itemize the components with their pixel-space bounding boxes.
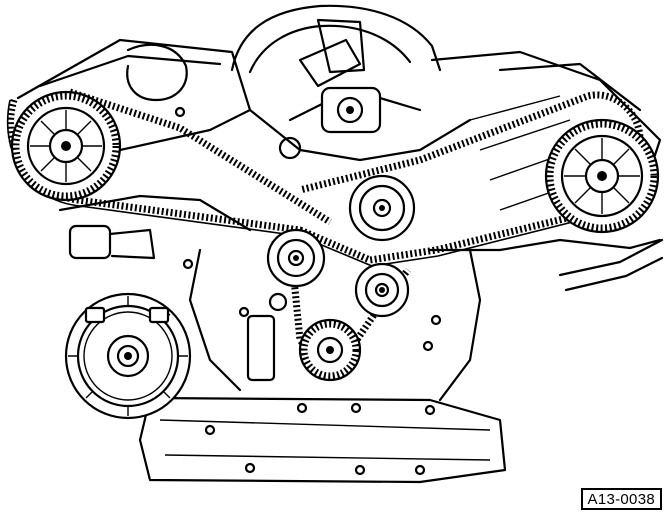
engine-block xyxy=(16,4,664,484)
left-camshaft-sprocket xyxy=(10,90,122,202)
crankshaft-sprocket xyxy=(298,318,362,382)
figure-id-label: A13-0038 xyxy=(580,488,662,510)
upper-tensioner-pulley xyxy=(348,174,416,242)
left-idler-pulley xyxy=(266,228,326,288)
lower-idler-pulley xyxy=(354,262,410,318)
right-camshaft-sprocket xyxy=(544,118,660,234)
vibration-damper-pulley xyxy=(64,292,192,420)
